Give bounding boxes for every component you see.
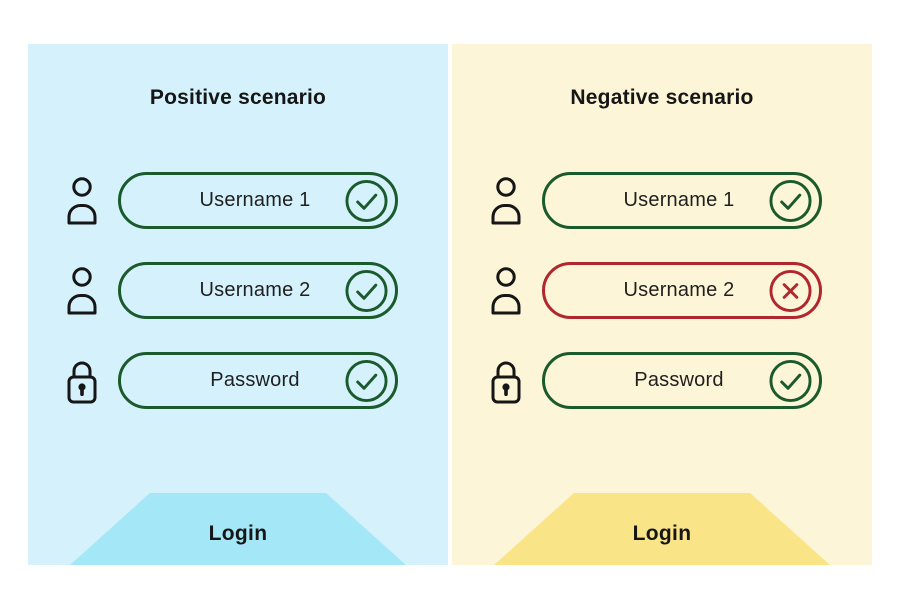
field-row: Username 2 bbox=[28, 262, 448, 319]
x-icon bbox=[768, 268, 813, 313]
lock-icon bbox=[486, 355, 526, 407]
field-row: Username 1 bbox=[28, 172, 448, 229]
field-row: Password bbox=[28, 352, 448, 409]
panel-title: Positive scenario bbox=[149, 86, 327, 109]
lock-icon bbox=[62, 355, 102, 407]
user-icon bbox=[62, 175, 102, 227]
field-label: Username 1 bbox=[623, 189, 735, 211]
fields-group: Username 1 Username 2 bbox=[452, 172, 872, 442]
password-field[interactable]: Password bbox=[118, 352, 398, 409]
user-icon bbox=[486, 265, 526, 317]
field-row: Username 2 bbox=[452, 262, 872, 319]
password-field[interactable]: Password bbox=[542, 352, 822, 409]
login-button[interactable]: Login bbox=[494, 493, 830, 565]
check-icon bbox=[344, 178, 389, 223]
check-icon bbox=[344, 358, 389, 403]
username2-field[interactable]: Username 2 bbox=[118, 262, 398, 319]
login-button[interactable]: Login bbox=[70, 493, 406, 565]
user-icon bbox=[486, 175, 526, 227]
check-icon bbox=[344, 268, 389, 313]
field-label: Password bbox=[210, 369, 300, 391]
username2-field[interactable]: Username 2 bbox=[542, 262, 822, 319]
username1-field[interactable]: Username 1 bbox=[118, 172, 398, 229]
positive-scenario-panel: Positive scenario Username 1 bbox=[28, 44, 448, 565]
field-row: Password bbox=[452, 352, 872, 409]
field-label: Username 2 bbox=[199, 279, 311, 301]
field-label: Password bbox=[634, 369, 724, 391]
username1-field[interactable]: Username 1 bbox=[542, 172, 822, 229]
field-label: Username 1 bbox=[199, 189, 311, 211]
fields-group: Username 1 Username 2 bbox=[28, 172, 448, 442]
check-icon bbox=[768, 178, 813, 223]
panel-title: Negative scenario bbox=[570, 86, 754, 109]
user-icon bbox=[62, 265, 102, 317]
field-label: Username 2 bbox=[623, 279, 735, 301]
check-icon bbox=[768, 358, 813, 403]
field-row: Username 1 bbox=[452, 172, 872, 229]
negative-scenario-panel: Negative scenario Username 1 bbox=[452, 44, 872, 565]
